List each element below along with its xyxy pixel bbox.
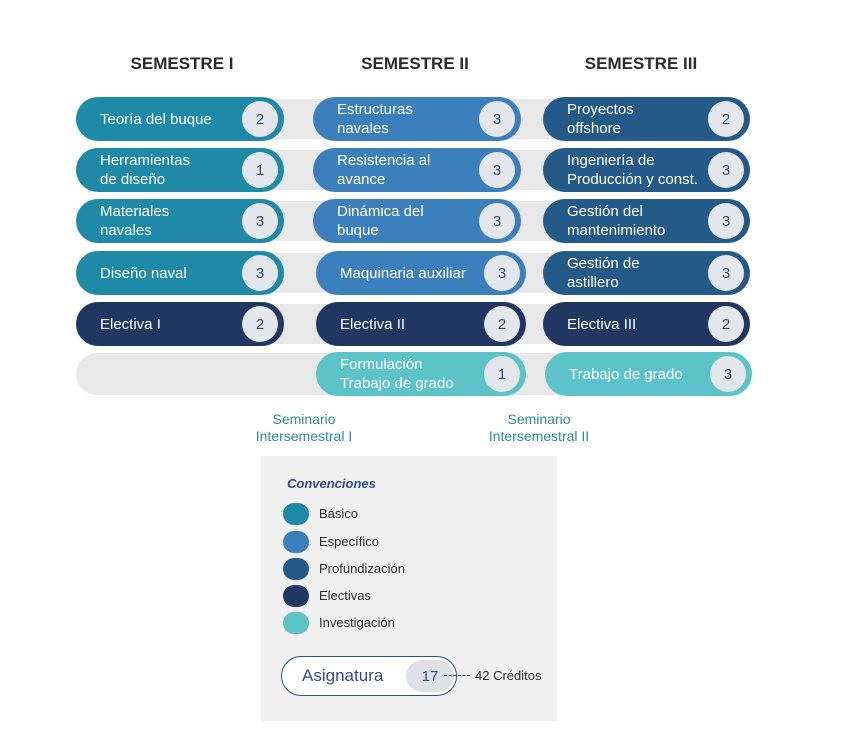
credits-badge: 3	[479, 101, 515, 137]
legend-item: Investigación	[283, 612, 523, 634]
legend-label: Electivas	[319, 588, 372, 603]
credits-badge: 1	[242, 152, 278, 188]
legend-swatch	[283, 503, 309, 525]
credits-badge: 2	[242, 306, 278, 342]
course-pill: Gestión del mantenimiento 3	[543, 199, 750, 243]
legend-sample-credits: 17	[406, 660, 454, 692]
legend-label: Específico	[319, 534, 379, 549]
semester-title-1: SEMESTRE I	[130, 54, 234, 73]
course-pill: Formulación Trabajo de grado 1	[316, 352, 526, 396]
credits-badge: 2	[708, 101, 744, 137]
legend-swatch	[283, 531, 309, 553]
credits-badge: 3	[479, 152, 515, 188]
course-pill: Diseño naval 3	[76, 251, 284, 295]
course-pill: Dinámica del buque 3	[313, 199, 521, 243]
legend-item: Electivas	[283, 585, 523, 607]
credits-badge: 3	[484, 255, 520, 291]
course-name: Trabajo de grado	[569, 365, 683, 383]
course-name: Gestión de astillero	[567, 255, 640, 291]
course-pill: Maquinaria auxiliar 3	[316, 251, 526, 295]
legend-label: Profundización	[319, 561, 405, 576]
semester-title-3: SEMESTRE III	[584, 54, 698, 73]
legend-item: Básico	[283, 503, 523, 525]
credits-badge: 3	[708, 203, 744, 239]
course-name: Dinámica del buque	[337, 203, 424, 239]
course-pill: Trabajo de grado 3	[545, 352, 752, 396]
course-name: Materiales navales	[100, 203, 170, 239]
course-name: Teoría del buque	[100, 110, 212, 128]
course-name: Formulación Trabajo de grado	[340, 356, 454, 392]
credits-badge: 3	[708, 152, 744, 188]
legend-box: Convenciones Básico Específico Profundiz…	[261, 456, 557, 721]
seminar-label-1: Seminario Intersemestral I	[255, 411, 353, 444]
course-pill: Materiales navales 3	[76, 199, 284, 243]
course-pill: Electiva II 2	[316, 302, 526, 346]
course-name: Electiva II	[340, 315, 406, 333]
legend-item: Específico	[283, 531, 523, 553]
credits-badge: 3	[479, 203, 515, 239]
course-pill: Herramientas de diseño 1	[76, 148, 284, 192]
course-pill: Proyectos offshore 2	[543, 97, 750, 141]
semester-title-2: SEMESTRE II	[361, 54, 469, 73]
legend-swatch	[283, 585, 309, 607]
legend-label: Básico	[319, 506, 359, 521]
course-name: Gestión del mantenimiento	[567, 203, 666, 239]
course-name: Proyectos offshore	[567, 101, 634, 137]
legend-item: Profundización	[283, 558, 523, 580]
course-name: Maquinaria auxiliar	[340, 264, 466, 282]
course-pill: Resistencia al avance 3	[313, 148, 521, 192]
credits-badge: 1	[484, 356, 520, 392]
legend-total-credits: 42 Créditos	[475, 668, 542, 683]
seminar-label-2: Seminario Intersemestral II	[488, 411, 590, 444]
course-name: Estructuras navales	[337, 101, 413, 137]
course-name: Electiva III	[567, 315, 637, 333]
legend-dashed-connector	[444, 675, 470, 676]
legend-swatch	[283, 558, 309, 580]
credits-badge: 3	[708, 255, 744, 291]
credits-badge: 3	[242, 203, 278, 239]
course-name: Diseño naval	[100, 264, 187, 282]
credits-badge: 2	[708, 306, 744, 342]
legend-title: Convenciones	[287, 476, 376, 491]
legend-swatch	[283, 612, 309, 634]
credits-badge: 2	[484, 306, 520, 342]
course-name: Electiva I	[100, 315, 161, 333]
course-name: Herramientas de diseño	[100, 152, 191, 188]
course-pill: Electiva I 2	[76, 302, 284, 346]
course-pill: Estructuras navales 3	[313, 97, 521, 141]
course-pill: Teoría del buque 2	[76, 97, 284, 141]
credits-badge: 3	[242, 255, 278, 291]
credits-badge: 2	[242, 101, 278, 137]
credits-badge: 3	[710, 356, 746, 392]
legend-label: Investigación	[319, 615, 395, 630]
legend-sample-course: Asignatura 17	[281, 656, 457, 696]
course-name: Ingeniería de Producción y const.	[567, 152, 698, 188]
course-pill: Gestión de astillero 3	[543, 251, 750, 295]
legend-sample-label: Asignatura	[302, 666, 384, 685]
course-name: Resistencia al avance	[337, 152, 431, 188]
course-pill: Ingeniería de Producción y const. 3	[543, 148, 750, 192]
course-pill: Electiva III 2	[543, 302, 750, 346]
